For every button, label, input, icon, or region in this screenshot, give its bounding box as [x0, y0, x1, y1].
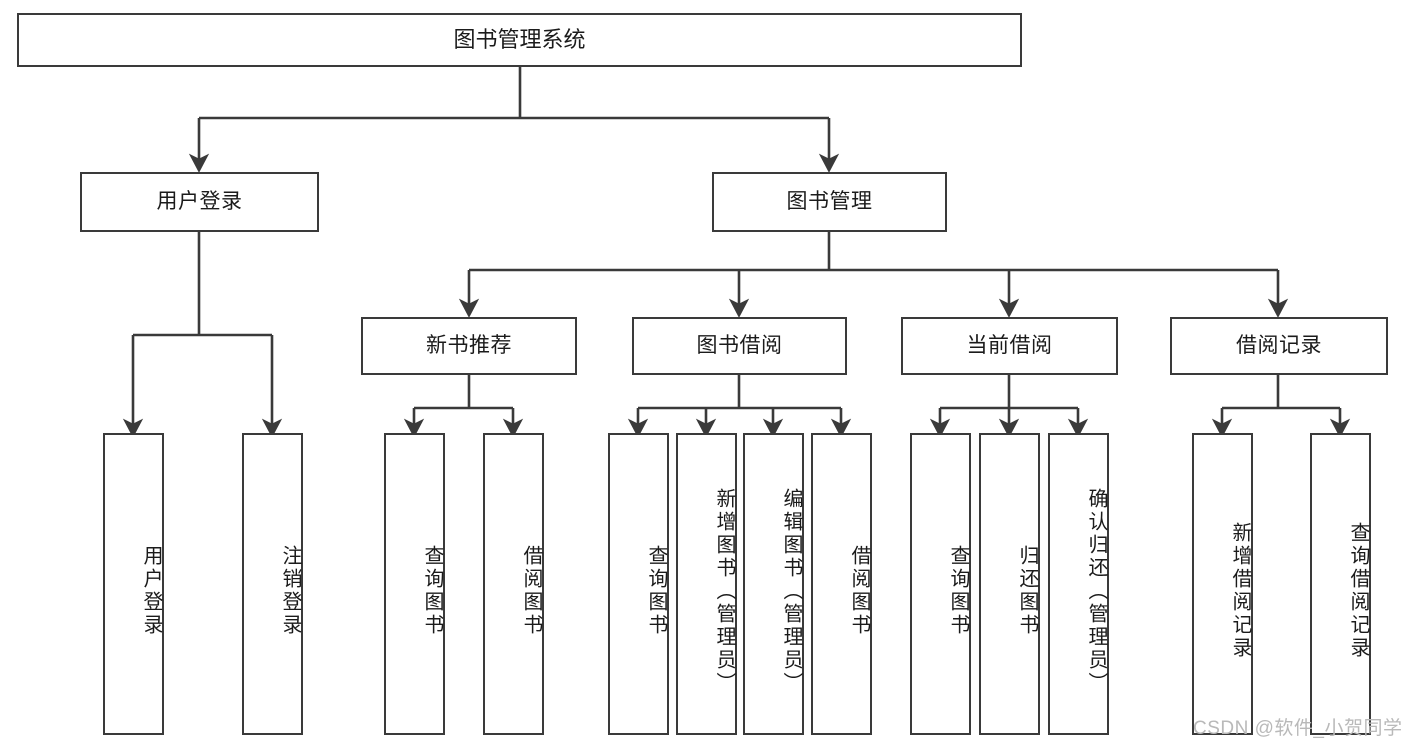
- node-label: 图书管理: [786, 190, 873, 214]
- node-user-login[interactable]: 用户登录: [80, 172, 319, 232]
- leaf-borrow-query-book[interactable]: 查询图书: [608, 433, 669, 735]
- node-label: 新书推荐: [426, 334, 512, 358]
- node-label: 借阅图书: [848, 545, 870, 637]
- node-label: 查询图书: [947, 545, 969, 637]
- leaf-user-login-logout[interactable]: 注销登录: [242, 433, 303, 735]
- leaf-current-confirm-return[interactable]: 确认归还（管理员）: [1048, 433, 1109, 735]
- node-label: 用户登录: [140, 545, 162, 637]
- leaf-recommend-borrow-book[interactable]: 借阅图书: [483, 433, 544, 735]
- node-label: 借阅图书: [520, 545, 542, 637]
- node-label: 当前借阅: [966, 334, 1053, 358]
- node-borrow-record[interactable]: 借阅记录: [1170, 317, 1388, 375]
- node-label: 新增借阅记录: [1229, 522, 1251, 660]
- leaf-current-query-book[interactable]: 查询图书: [910, 433, 971, 735]
- leaf-record-query-record[interactable]: 查询借阅记录: [1310, 433, 1371, 735]
- node-label: 查询图书: [421, 545, 443, 637]
- leaf-recommend-query-book[interactable]: 查询图书: [384, 433, 445, 735]
- csdn-watermark: CSDN @软件_小贺同学: [1193, 718, 1403, 739]
- leaf-user-login-login[interactable]: 用户登录: [103, 433, 164, 735]
- node-root-system[interactable]: 图书管理系统: [17, 13, 1022, 67]
- node-label: 编辑图书（管理员）: [780, 487, 802, 695]
- leaf-borrow-edit-book[interactable]: 编辑图书（管理员）: [743, 433, 804, 735]
- node-label: 用户登录: [156, 190, 243, 214]
- node-book-borrow[interactable]: 图书借阅: [632, 317, 847, 375]
- node-label: 查询借阅记录: [1347, 522, 1369, 660]
- node-label: 新增图书（管理员）: [713, 487, 735, 695]
- leaf-borrow-add-book[interactable]: 新增图书（管理员）: [676, 433, 737, 735]
- node-book-management[interactable]: 图书管理: [712, 172, 947, 232]
- node-label: 借阅记录: [1236, 334, 1322, 358]
- node-label: 确认归还（管理员）: [1085, 487, 1107, 695]
- node-label: 归还图书: [1016, 545, 1038, 637]
- node-new-book-recommend[interactable]: 新书推荐: [361, 317, 577, 375]
- leaf-record-add-record[interactable]: 新增借阅记录: [1192, 433, 1253, 735]
- node-current-borrow[interactable]: 当前借阅: [901, 317, 1118, 375]
- node-label: 注销登录: [279, 545, 301, 637]
- node-label: 图书借阅: [696, 334, 783, 358]
- leaf-borrow-borrow-book[interactable]: 借阅图书: [811, 433, 872, 735]
- node-label: 图书管理系统: [453, 26, 586, 52]
- leaf-current-return-book[interactable]: 归还图书: [979, 433, 1040, 735]
- node-label: 查询图书: [645, 545, 667, 637]
